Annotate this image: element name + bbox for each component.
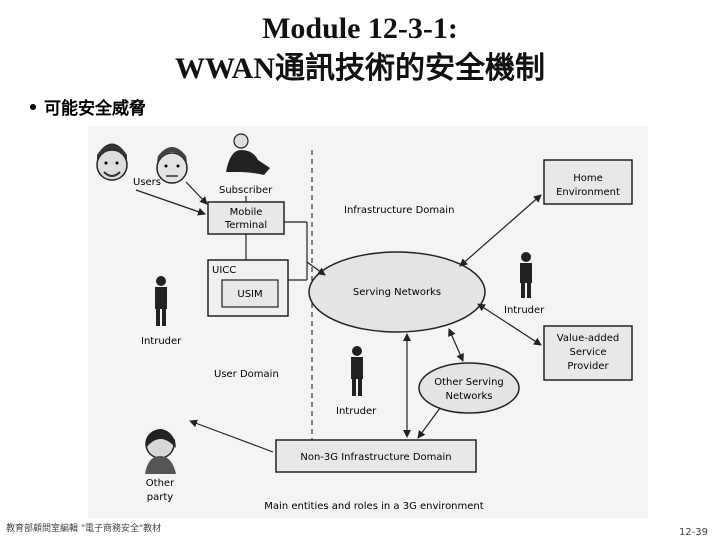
bullet-item: 可能安全威脅 [30,94,146,119]
non-3g-infrastructure-box [275,439,477,473]
intruder-left-icon [155,276,167,326]
infrastructure-domain-label: Infrastructure Domain [344,205,454,216]
users-icon [96,143,188,184]
serving-to-home-arrow [459,194,542,267]
page-title-line1: Module 12-3-1: [262,12,458,45]
usim-label: USIM [237,289,262,300]
home-environment-label-1: Home [573,173,603,184]
intruder-right-icon [520,252,532,298]
other-serving-label-1: Other Serving [434,377,504,388]
mobile-terminal-label-2: Terminal [224,220,267,231]
usim-box [221,279,279,308]
value-added-service-provider-box [543,325,633,381]
other-party-to-non3g-arrow [189,419,274,453]
serving-networks-label: Serving Networks [353,287,441,298]
other-serving-to-non3g-arrow [417,407,441,439]
serving-networks-ellipse [308,251,486,333]
subscriber-icon [226,133,270,175]
bullet-dot-icon [30,103,36,110]
page-title-line2: WWAN通訊技術的安全機制 [174,52,545,85]
uicc-label: UICC [212,265,236,276]
intruder-left-label: Intruder [141,336,182,347]
mobile-terminal-box [207,201,285,235]
vas-label-2: Service [570,347,607,358]
other-serving-networks-ellipse [418,362,520,414]
vas-label-3: Provider [567,361,609,372]
intruder-center-label: Intruder [336,406,377,417]
serving-to-other-serving-arrow [448,328,464,362]
intruder-center-icon [351,346,363,396]
diagram-caption: Main entities and roles in a 3G environm… [264,501,483,512]
footer-source: 教育部顧問室編輯 "電子商務安全"教材 [6,524,162,534]
users2-to-terminal-arrow [185,181,208,205]
subscriber-label: Subscriber [219,185,273,196]
other-party-label-2: party [147,492,174,503]
user-to-serving-arrow [306,261,326,276]
page-number: 12-39 [678,527,708,538]
users-to-terminal-arrow [135,189,206,216]
non-3g-label: Non-3G Infrastructure Domain [300,452,451,463]
other-party-icon [145,429,176,474]
users-label: Users [133,177,161,188]
other-party-label-1: Other [146,478,175,489]
other-serving-label-2: Networks [446,391,493,402]
home-environment-box [543,159,633,205]
vas-label-1: Value-added [557,333,619,344]
mobile-terminal-label-1: Mobile [230,207,263,218]
bullet-text: 可能安全威脅 [44,99,146,119]
intruder-right-label: Intruder [504,305,545,316]
user-domain-label: User Domain [214,369,279,380]
serving-to-vas-arrow [477,303,542,346]
home-environment-label-2: Environment [556,187,620,198]
